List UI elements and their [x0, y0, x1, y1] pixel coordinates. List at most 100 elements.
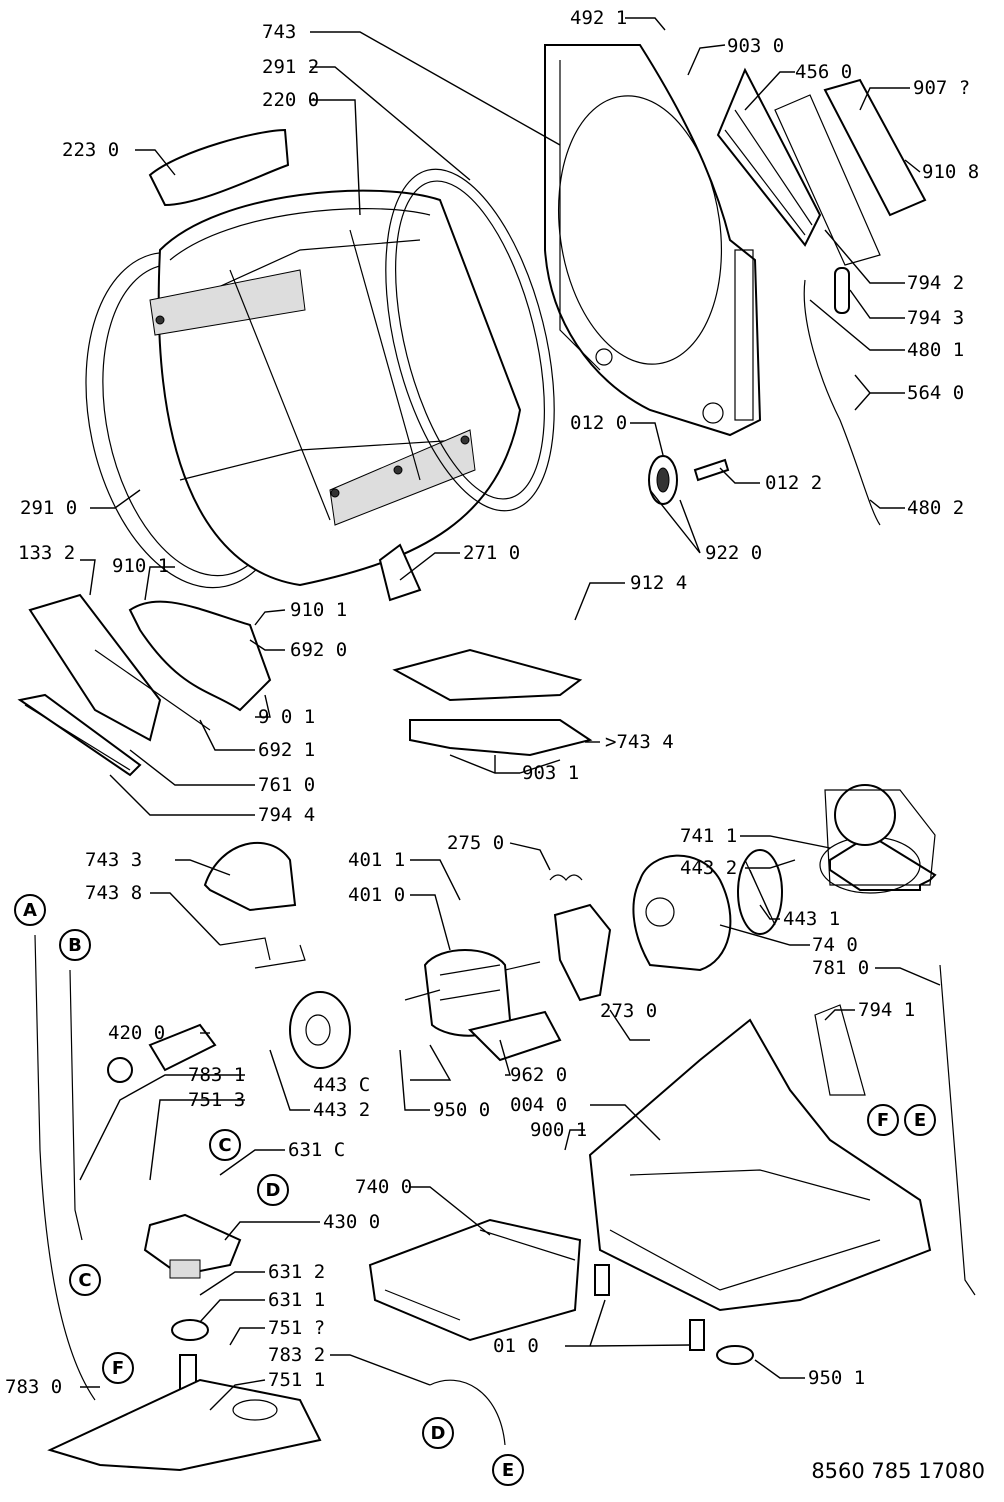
document-number: 8560 785 17080: [811, 1459, 985, 1483]
label-751-2: 751 ?: [268, 1317, 325, 1339]
foot-2: [689, 1319, 705, 1351]
label-743: 743: [262, 21, 296, 43]
svg-text:D: D: [266, 1180, 281, 1201]
label-271-0: 271 0: [463, 542, 520, 564]
label-456-0: 456 0: [795, 61, 852, 83]
connector-f-lower: F: [102, 1352, 134, 1384]
label-631-2: 631 2: [268, 1261, 325, 1283]
label-012-2: 012 2: [765, 472, 822, 494]
label-443-2-top: 443 2: [680, 857, 737, 879]
sensor-part: [834, 267, 850, 314]
svg-text:C: C: [218, 1135, 231, 1156]
label-492-1: 492 1: [570, 7, 627, 29]
knob: [171, 1319, 209, 1341]
cover-plate: [823, 78, 927, 217]
blower-housing: [632, 849, 783, 972]
label-480-2: 480 2: [907, 497, 964, 519]
idler-arm: [553, 903, 612, 1002]
base-housing: [588, 1018, 932, 1312]
bearing-parts: [648, 455, 730, 505]
label-133-2: 133 2: [18, 542, 75, 564]
connector-d-upper: D: [257, 1174, 289, 1206]
svg-text:D: D: [431, 1423, 446, 1444]
upper-tray: [392, 648, 583, 702]
drum-body: [149, 189, 522, 587]
leader-lines: [79, 17, 941, 1411]
label-910-1: 910 1: [290, 599, 347, 621]
connector-c-lower: C: [69, 1264, 101, 1296]
label-420-0: 420 0: [108, 1022, 165, 1044]
label-743-8: 743 8: [85, 882, 142, 904]
label-950-1: 950 1: [808, 1367, 865, 1389]
label-443-c: 443 C: [313, 1074, 370, 1096]
retaining-clip: [219, 937, 306, 969]
label-910-1-top: 910 1: [112, 555, 169, 577]
label-751-1: 751 1: [268, 1369, 325, 1391]
svg-text:F: F: [877, 1110, 889, 1131]
foot-cap: [716, 1345, 754, 1365]
label-223-0: 223 0: [62, 139, 119, 161]
svg-text:C: C: [78, 1270, 91, 1291]
label-912-4: 912 4: [630, 572, 687, 594]
drum-lifter-fin: [378, 543, 422, 602]
foot-1: [594, 1264, 610, 1296]
label-012-0: 012 0: [570, 412, 627, 434]
svg-text:E: E: [914, 1110, 926, 1131]
label-291-0: 291 0: [20, 497, 77, 519]
label-783-0: 783 0: [5, 1376, 62, 1398]
part-labels: 743 291 2 220 0 223 0 492 1 903 0 456 0 …: [5, 7, 979, 1398]
connector-f-upper: F: [867, 1104, 899, 1136]
door-frame: [128, 600, 272, 712]
label-401-0: 401 0: [348, 884, 405, 906]
label-903-1: 903 1: [522, 762, 579, 784]
fan-housing: [819, 784, 937, 894]
label-743-3: 743 3: [85, 849, 142, 871]
svg-text:E: E: [502, 1460, 514, 1481]
connector-b: B: [59, 929, 91, 961]
tension-spring: [549, 874, 583, 881]
label-783-1: 783 1: [188, 1064, 245, 1086]
label-480-1: 480 1: [907, 339, 964, 361]
capacitor: [148, 1023, 217, 1072]
label-794-3: 794 3: [907, 307, 964, 329]
label-741-1: 741 1: [680, 825, 737, 847]
label-922-0: 922 0: [705, 542, 762, 564]
label-220-0: 220 0: [262, 89, 319, 111]
label-692-1: 692 1: [258, 739, 315, 761]
control-assembly: [143, 1213, 242, 1279]
connector-d-lower: D: [422, 1417, 454, 1449]
connector-c-upper: C: [209, 1129, 241, 1161]
fan-wheel: [289, 991, 351, 1069]
label-751-3: 751 3: [188, 1089, 245, 1111]
rear-panel: [544, 44, 762, 437]
label-443-1: 443 1: [783, 908, 840, 930]
label-794-4: 794 4: [258, 804, 315, 826]
lower-tray: [409, 719, 593, 757]
label-291-2: 291 2: [262, 56, 319, 78]
motor-shroud: [203, 841, 297, 912]
motor-bracket: [468, 1010, 562, 1062]
hose-b: [69, 969, 83, 1241]
hose-a: [34, 934, 96, 1401]
label-443-2: 443 2: [313, 1099, 370, 1121]
wire-harness: [803, 279, 881, 526]
label-794-1: 794 1: [858, 999, 915, 1021]
label-761-0: 761 0: [258, 774, 315, 796]
handle-part: [148, 128, 290, 207]
connector-a: A: [14, 894, 46, 926]
filter-grid: [716, 67, 822, 247]
label-740-0: 740 0: [355, 1176, 412, 1198]
label-004-0: 004 0: [510, 1094, 567, 1116]
label-962-0: 962 0: [510, 1064, 567, 1086]
label-781-0: 781 0: [812, 957, 869, 979]
label-631-c: 631 C: [288, 1139, 345, 1161]
svg-text:F: F: [112, 1358, 124, 1379]
label-273-0: 273 0: [600, 1000, 657, 1022]
label-743-4: >743 4: [605, 731, 674, 753]
label-910-8: 910 8: [922, 161, 979, 183]
capacitor-nut: [107, 1057, 133, 1083]
heater-element: [368, 1218, 582, 1342]
label-564-0: 564 0: [907, 382, 964, 404]
label-950-0: 950 0: [433, 1099, 490, 1121]
